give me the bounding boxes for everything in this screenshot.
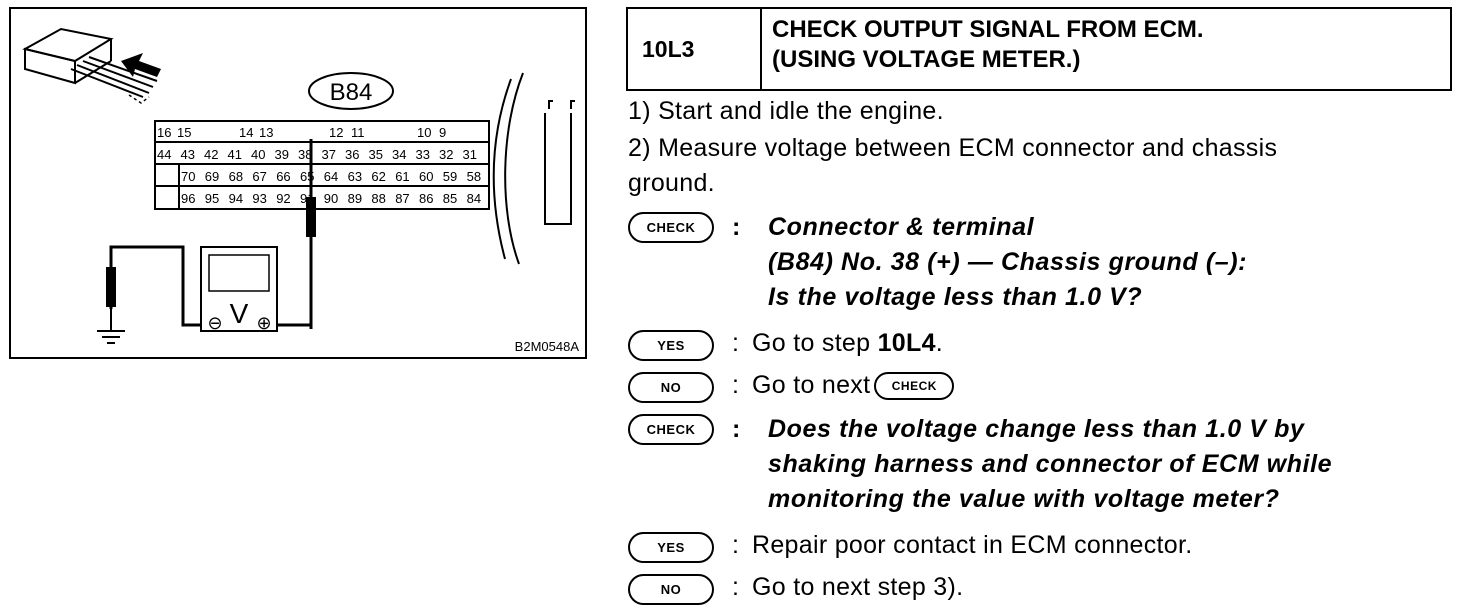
terminal-number: 40 — [251, 147, 265, 162]
terminal-number: 70 — [181, 169, 195, 184]
terminal-number: 12 — [329, 125, 343, 140]
figure-id: B2M0548A — [515, 339, 580, 354]
terminal-number: 33 — [416, 147, 430, 162]
terminal-number: 42 — [204, 147, 218, 162]
check1-line1: Connector & terminal — [768, 213, 1035, 241]
connector-sketch-icon — [22, 27, 158, 98]
terminal-number: 94 — [229, 191, 243, 206]
ground-icon — [97, 309, 125, 344]
instruction-2-cont: ground. — [628, 169, 715, 197]
terminal-number: 9 — [439, 125, 446, 140]
terminal-number: 15 — [177, 125, 191, 140]
yes1-prefix: Go to step — [752, 329, 878, 357]
terminal-number: 62 — [371, 169, 385, 184]
connector-diagram: B84 16 15 14 13 12 11 10 9 44 43 42 41 40 39 38 37 36 35 3… — [9, 7, 587, 359]
colon: : — [732, 415, 741, 443]
terminal-number: 58 — [467, 169, 481, 184]
terminal-number: 87 — [395, 191, 409, 206]
terminal-number: 11 — [351, 125, 365, 140]
instruction-1: 1) Start and idle the engine. — [628, 97, 944, 125]
colon: : — [732, 329, 739, 357]
connector-id-label: B84 — [330, 79, 373, 106]
colon: : — [732, 213, 741, 241]
terminal-number: 37 — [322, 147, 336, 162]
connector-id-oval — [308, 72, 394, 110]
terminal-number: 59 — [443, 169, 457, 184]
terminal-number: 95 — [205, 191, 219, 206]
check-badge: CHECK — [628, 212, 714, 243]
terminal-number: 36 — [345, 147, 359, 162]
terminal-number: 67 — [252, 169, 266, 184]
terminal-number: 35 — [369, 147, 383, 162]
check2-line1: Does the voltage change less than 1.0 V … — [768, 415, 1305, 443]
check-badge: CHECK — [628, 414, 714, 445]
inline-check-badge: CHECK — [874, 372, 955, 401]
terminal-number: 60 — [419, 169, 433, 184]
colon: : — [732, 531, 739, 559]
meter-neg-terminal: ⊖ — [207, 313, 222, 334]
terminal-number: 84 — [467, 191, 481, 206]
yes1-answer: Go to step 10L4. — [752, 326, 943, 361]
step-header: 10L3 CHECK OUTPUT SIGNAL FROM ECM. (USIN… — [626, 7, 1452, 91]
no-badge: NO — [628, 372, 714, 403]
colon: : — [732, 371, 739, 399]
terminal-number: 14 — [239, 125, 253, 140]
terminal-number: 16 — [157, 125, 171, 140]
meter-pos-terminal: ⊕ — [256, 313, 271, 334]
terminal-number: 89 — [348, 191, 362, 206]
terminal-number: 44 — [157, 147, 171, 162]
yes2-answer: Repair poor contact in ECM connector. — [752, 531, 1193, 559]
wiring-illustration: B84 16 15 14 13 12 11 10 9 44 43 42 41 40 39 38 37 36 35 3… — [22, 27, 580, 354]
terminal-number: 41 — [228, 147, 242, 162]
check1-line2: (B84) No. 38 (+) — Chassis ground (–): — [768, 248, 1248, 276]
terminal-number: 43 — [181, 147, 195, 162]
terminal-grid — [154, 120, 490, 210]
no1-text: Go to next — [752, 371, 871, 399]
terminal-number: 32 — [439, 147, 453, 162]
terminal-number: 86 — [419, 191, 433, 206]
terminal-number: 61 — [395, 169, 409, 184]
no2-answer: Go to next step 3). — [752, 573, 964, 601]
instruction-2: 2) Measure voltage between ECM connector… — [628, 134, 1278, 162]
terminal-number: 92 — [276, 191, 290, 206]
terminal-number: 38 — [298, 147, 312, 162]
yes-badge: YES — [628, 330, 714, 361]
no-badge: NO — [628, 574, 714, 605]
check2-line2: shaking harness and connector of ECM whi… — [768, 450, 1333, 478]
step-id: 10L3 — [628, 9, 762, 89]
yes1-step-ref: 10L4 — [877, 329, 936, 357]
step-title-line2: (USING VOLTAGE METER.) — [772, 46, 1081, 73]
terminal-number: 39 — [275, 147, 289, 162]
voltage-meter-icon — [200, 246, 278, 332]
terminal-number: 68 — [229, 169, 243, 184]
terminal-number: 63 — [348, 169, 362, 184]
terminal-number: 96 — [181, 191, 195, 206]
terminal-number: 31 — [463, 147, 477, 162]
meter-v-symbol: V — [230, 298, 249, 329]
terminal-number: 88 — [371, 191, 385, 206]
colon: : — [732, 573, 739, 601]
terminal-number: 90 — [324, 191, 338, 206]
check2-line3: monitoring the value with voltage meter? — [768, 485, 1280, 513]
check1-line3: Is the voltage less than 1.0 V? — [768, 283, 1143, 311]
terminal-number: 69 — [205, 169, 219, 184]
step-title-line1: CHECK OUTPUT SIGNAL FROM ECM. — [772, 16, 1204, 43]
terminal-number: 13 — [259, 125, 273, 140]
yes-badge: YES — [628, 532, 714, 563]
terminal-number: 34 — [392, 147, 406, 162]
terminal-number: 85 — [443, 191, 457, 206]
step-title: CHECK OUTPUT SIGNAL FROM ECM. (USING VOL… — [762, 9, 1450, 89]
yes1-suffix: . — [935, 329, 944, 357]
arrow-icon — [121, 53, 161, 77]
terminal-number: 10 — [417, 125, 431, 140]
terminal-number: 66 — [276, 169, 290, 184]
terminal-number: 64 — [324, 169, 338, 184]
terminal-number: 93 — [252, 191, 266, 206]
